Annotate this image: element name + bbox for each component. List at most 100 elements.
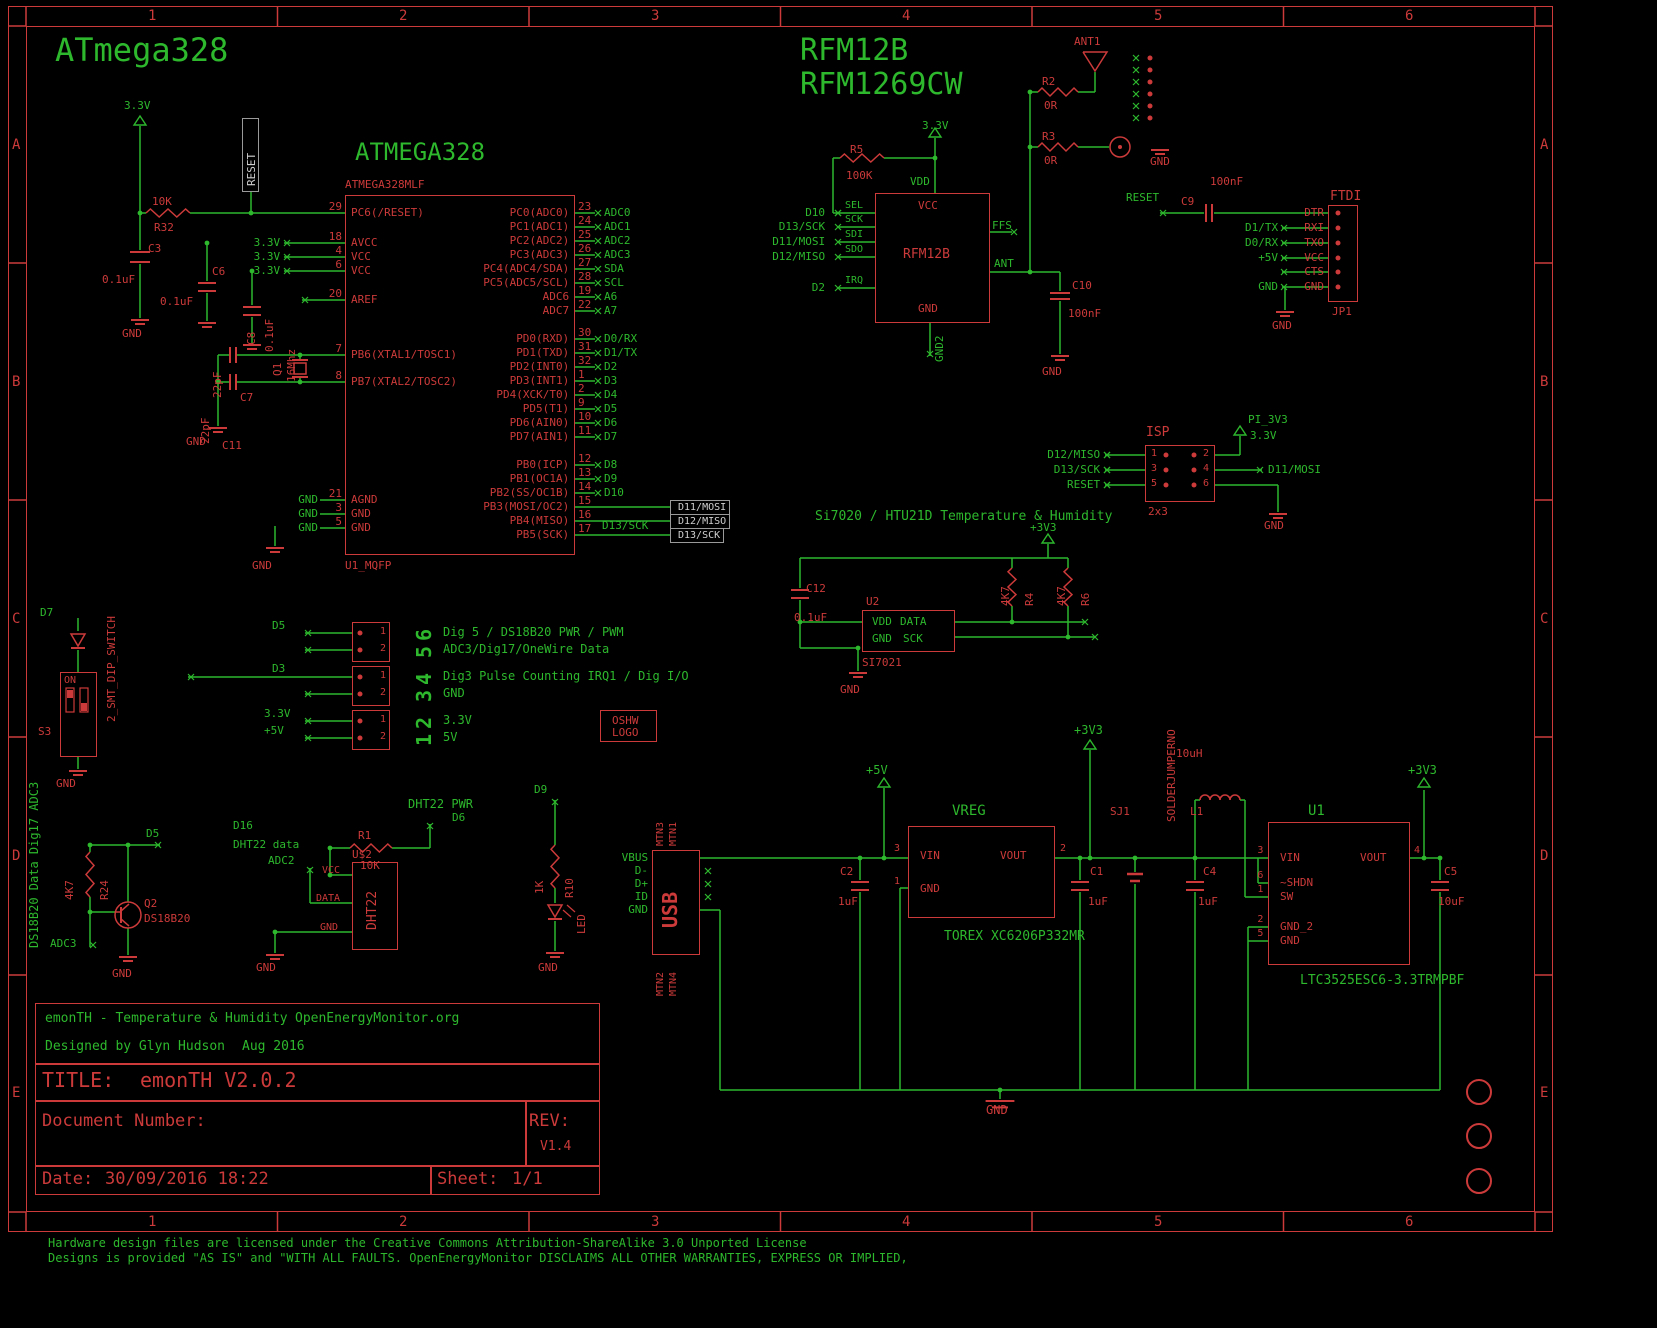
part-label: DS18B20 (144, 912, 191, 925)
date-label: Date: (42, 1169, 94, 1189)
vreg-heading: VREG (952, 803, 986, 819)
part-label: SI7021 (862, 656, 902, 669)
boost-regulator-body[interactable] (1268, 822, 1410, 965)
pin-label: GND (918, 302, 938, 315)
mounting-pin-label: MTN4 (668, 971, 679, 996)
mcu-pin-name: PC4(ADC4/SDA) (483, 262, 570, 275)
mcu-pin-number: 29 (328, 200, 343, 213)
frame-col-label: 4 (902, 1214, 911, 1230)
pin-label: ID (634, 890, 649, 903)
value-label: 4K7 (999, 586, 1012, 606)
frame-row-label: D (1540, 848, 1549, 864)
ftdi-connector-body[interactable] (1328, 205, 1358, 302)
net-label: D9 (604, 472, 618, 485)
dht22-body[interactable] (352, 862, 398, 950)
terminal-block-3[interactable] (352, 710, 390, 750)
value-label: 0.1uF (794, 611, 828, 624)
net-label: D5 (146, 827, 160, 840)
mcu-pin-name: PD0(RXD) (516, 332, 570, 345)
pin-number: 1 (380, 670, 387, 681)
frame-col-label: 4 (902, 8, 911, 24)
pin-label: VCC (322, 865, 341, 876)
designer-name: Designed by Glyn Hudson (45, 1039, 226, 1054)
mcu-pin-name: PC3(ADC3) (509, 248, 570, 261)
pin-label: ANT (994, 257, 1014, 270)
annotation: DS18B20 Data Dig17 ADC3 (27, 781, 41, 948)
usb-connector-body[interactable] (652, 850, 700, 955)
mcu-body[interactable] (345, 195, 575, 555)
net-label: GND (298, 521, 319, 534)
pin-label: VCC (1304, 251, 1325, 264)
net-label: D2 (811, 281, 826, 294)
ref-label: C1 (1090, 865, 1104, 878)
net-label: D6 (452, 811, 466, 824)
part-label: RFM12B (903, 247, 950, 262)
net-label: D3 (604, 374, 618, 387)
rfm-title: RFM12B (800, 33, 909, 68)
frame-row-label: B (12, 374, 21, 390)
net-label: D6 (604, 416, 618, 429)
rfm-module-body[interactable] (875, 193, 990, 323)
pin-label: GND (320, 922, 339, 933)
value-label: 0.1uF (263, 318, 276, 352)
isp-connector-body[interactable] (1145, 445, 1215, 502)
rev-label: REV: (529, 1111, 570, 1131)
project-name: emonTH - Temperature & Humidity (45, 1011, 288, 1026)
ref-label: JP1 (1332, 305, 1352, 318)
net-label: D0/RX (604, 332, 638, 345)
terminal-number: 1 (412, 733, 436, 746)
mcu-pin-name: PC1(ADC1) (509, 220, 570, 233)
mcu-pin-number: 22 (578, 298, 592, 311)
supply-label: +5V (866, 763, 888, 777)
net-label: D2 (604, 360, 618, 373)
mcu-pin-number: 24 (578, 214, 592, 227)
gnd-label: GND (1150, 155, 1170, 168)
frame-col-label: 1 (148, 1214, 157, 1230)
supply-label: +3V3 (1030, 521, 1057, 534)
mcu-pin-number: 11 (578, 424, 592, 437)
net-label: ADC3 (50, 937, 77, 950)
net-label: +5V (264, 724, 284, 737)
frame-outer (8, 6, 1553, 1232)
terminal-block-1[interactable] (352, 622, 390, 662)
mcu-pin-number: 16 (578, 508, 592, 521)
pin-label: SEL (845, 200, 864, 211)
connector-label: FTDI (1330, 189, 1362, 204)
ref-label: Q1 (271, 362, 284, 376)
ref-label: C2 (840, 865, 854, 878)
ref-label: U2 (866, 595, 880, 608)
mcu-pin-name: AREF (351, 293, 378, 306)
terminal-number: 6 (412, 628, 436, 641)
net-label: D11/MOSI (772, 235, 826, 248)
pin-label: VBUS (621, 851, 649, 864)
ref-label: R1 (358, 829, 372, 842)
reset-flag-label: RESET (245, 152, 258, 186)
net-label: SCL (604, 276, 624, 289)
pin-label: SW (1280, 890, 1294, 903)
terminal-block-2[interactable] (352, 666, 390, 706)
vreg-body[interactable] (908, 826, 1055, 918)
ref-label: L1 (1190, 805, 1204, 818)
pin-number: 3 (1257, 845, 1264, 856)
terminal-number: 3 (412, 689, 436, 702)
ref-label: C8 (245, 331, 258, 345)
mcu-pin-name: PD3(INT1) (509, 374, 570, 387)
net-label: D12/MISO (772, 250, 826, 263)
pin-number: 2 (380, 643, 387, 654)
net-label: D5 (604, 402, 618, 415)
ref-label: R32 (154, 221, 174, 234)
oshw-logo-box (600, 710, 657, 742)
frame-row-label: A (1540, 137, 1549, 153)
net-label: D7 (40, 606, 54, 619)
si7021-body[interactable] (862, 610, 955, 652)
pin-label: VCC (918, 199, 938, 212)
mcu-pin-name: PB4(MISO) (509, 514, 570, 527)
usb-label: USB (658, 891, 682, 928)
dip-switch-body[interactable] (60, 672, 97, 757)
mcu-pin-name: PB5(SCK) (516, 528, 570, 541)
annotation: DHT22 data (233, 838, 300, 851)
mcu-pin-number: 23 (578, 200, 592, 213)
net-label: D0/RX (1245, 236, 1279, 249)
ref-label: C11 (222, 439, 242, 452)
pin-label: VDD (872, 615, 892, 628)
